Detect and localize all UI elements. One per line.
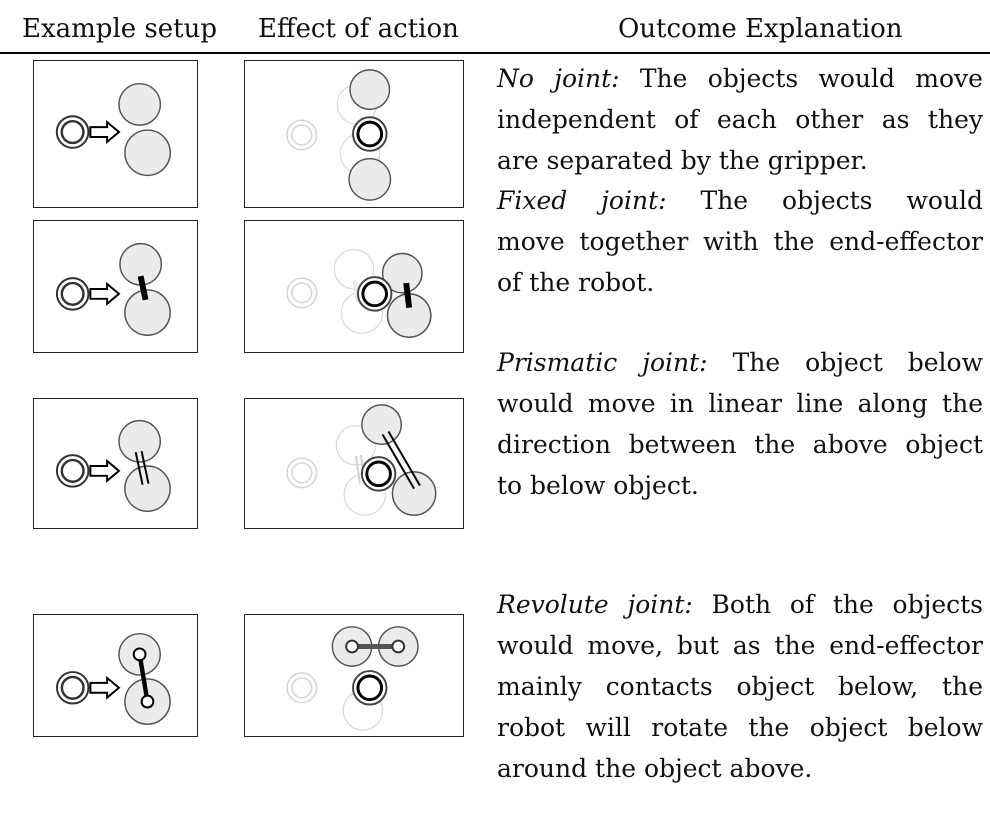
gripper-ghost-icon bbox=[286, 119, 318, 151]
push-arrow-icon bbox=[89, 120, 121, 144]
object-below bbox=[124, 129, 171, 177]
object-above bbox=[118, 82, 162, 126]
setup-panel-prismatic-joint bbox=[33, 398, 198, 529]
push-arrow-icon bbox=[89, 675, 121, 700]
push-arrow-icon bbox=[89, 281, 121, 306]
explanation-fixed-joint: Fixed joint: The objects would move toge… bbox=[497, 186, 984, 297]
pivot-icon bbox=[391, 639, 406, 654]
gripper-ghost-icon bbox=[286, 277, 318, 309]
prismatic-rail-left bbox=[381, 433, 415, 490]
effect-panel-prismatic-joint bbox=[244, 398, 464, 529]
pivot-icon bbox=[140, 694, 155, 709]
joint-name: Revolute joint: bbox=[497, 590, 693, 619]
header-outcome-explanation: Outcome Explanation bbox=[618, 14, 903, 44]
setup-panel-fixed-joint bbox=[33, 220, 198, 353]
prismatic-rail-right bbox=[387, 431, 421, 487]
object-below bbox=[348, 157, 392, 201]
explanation-no-joint: No joint: The objects would move indepen… bbox=[497, 64, 983, 175]
gripper-ghost-icon bbox=[286, 457, 318, 489]
object-above bbox=[361, 404, 403, 446]
header-effect-of-action: Effect of action bbox=[258, 14, 459, 44]
joint-name: No joint: bbox=[497, 64, 620, 93]
prismatic-rail-right bbox=[140, 450, 150, 484]
setup-panel-revolute-joint bbox=[33, 614, 198, 737]
setup-panel-no-joint bbox=[33, 60, 198, 208]
object-below bbox=[124, 465, 171, 512]
revolute-link bbox=[137, 653, 150, 702]
effect-panel-no-joint bbox=[244, 60, 464, 208]
joint-name: Fixed joint: bbox=[497, 186, 667, 215]
object-above bbox=[349, 69, 391, 111]
header-example-setup: Example setup bbox=[22, 14, 217, 44]
prismatic-rail-left bbox=[134, 451, 144, 485]
header-rule bbox=[0, 52, 990, 54]
pivot-icon bbox=[132, 647, 147, 662]
object-above bbox=[118, 419, 162, 463]
effect-panel-revolute-joint bbox=[244, 614, 464, 737]
gripper-ghost-icon bbox=[286, 672, 318, 704]
object-below bbox=[391, 471, 437, 516]
pivot-icon bbox=[345, 639, 359, 654]
object-above bbox=[381, 252, 423, 294]
effect-panel-fixed-joint bbox=[244, 220, 464, 353]
object-below bbox=[124, 289, 171, 336]
push-arrow-icon bbox=[89, 458, 121, 483]
fixed-joint-bar bbox=[137, 275, 149, 301]
fixed-joint-bar bbox=[403, 282, 413, 309]
object-above-ghost bbox=[335, 424, 377, 466]
joint-name: Prismatic joint: bbox=[497, 348, 708, 377]
explanation-prismatic-joint: Prismatic joint: The object below would … bbox=[497, 348, 984, 500]
explanation-revolute-joint: Revolute joint: Both of the objects woul… bbox=[497, 590, 983, 783]
